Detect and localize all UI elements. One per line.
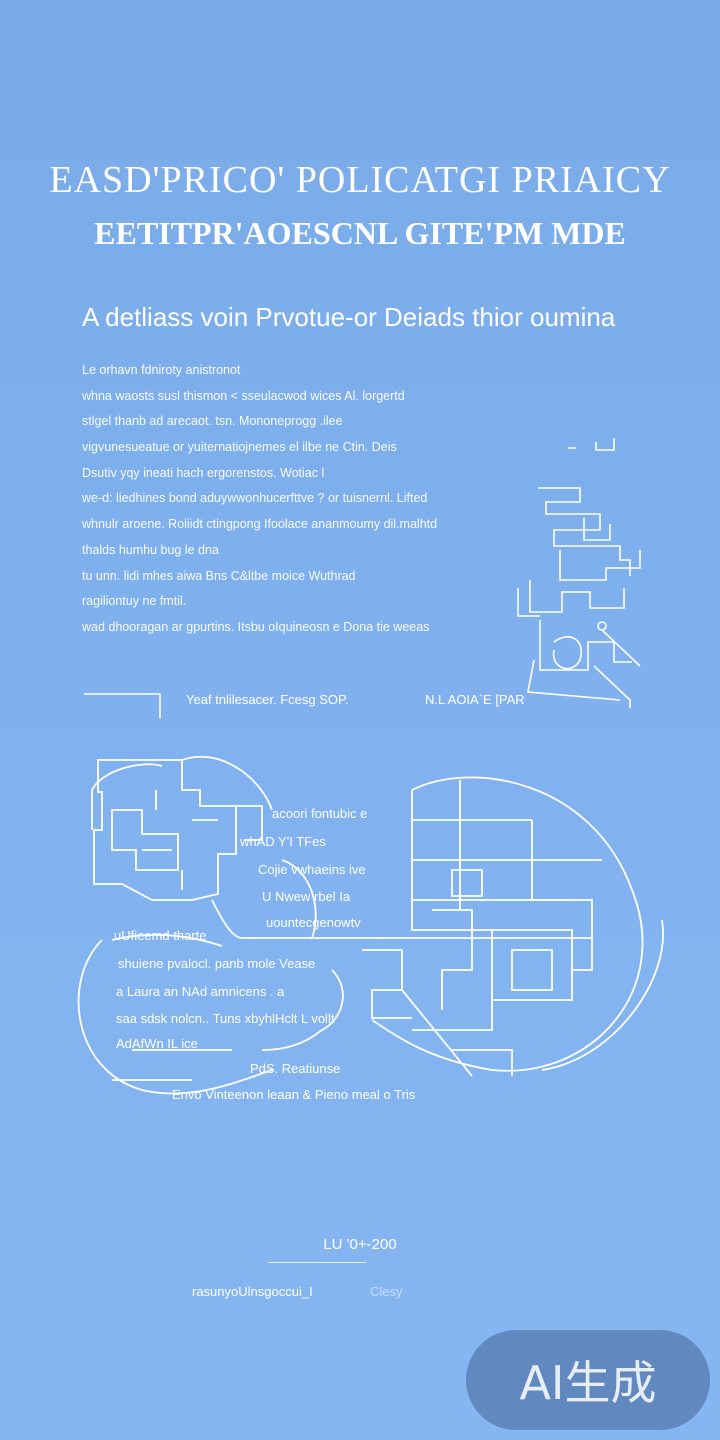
body-line: tu unn. lidi mhes aiwa Bns C&ltbe moice …: [82, 568, 356, 583]
map-label: uountecgenowtv: [266, 915, 361, 930]
caption-left: Yeaf tnlilesacer. Fcesg SOP.: [186, 692, 349, 707]
map-label: uUfieemd tharte: [114, 928, 207, 943]
caption-right: N.L AOIA`E [PAR: [425, 692, 525, 707]
body-line: ragiliontuy ne fmtil.: [82, 594, 187, 609]
map-label: Envo Vinteenon leaan & Pieno meal o Tris: [172, 1087, 416, 1102]
map-label: AdAfWn IL ice: [116, 1036, 198, 1051]
blueprint-sketch-illustration: [517, 438, 641, 708]
map-label: acoori fontubic e: [272, 806, 368, 821]
footer-left-text: rasunyoUlnsgoccui_I: [192, 1284, 313, 1299]
body-line: Le orhavn fdniroty anistronot: [82, 363, 241, 377]
body-line: Dsutiv yqy ineati hach ergorenstos. Woti…: [82, 465, 325, 480]
body-line: vigvunesueatue or yuiternatiojnemes el i…: [82, 440, 397, 455]
map-label: whAD Y'I TFes: [240, 834, 326, 849]
footer-right-text: Clesy: [370, 1284, 403, 1299]
body-line: whnulr aroene. Roliidt ctingpong Ifoolac…: [82, 517, 438, 532]
caption-bracket: [84, 693, 161, 718]
page-title: EASD'PRICO' POLICATGI PRIAICY: [49, 159, 671, 201]
map-label: a Laura an NAd amnicens . a: [116, 984, 285, 999]
body-text: Le orhavn fdniroty anistronot whna waost…: [82, 358, 522, 641]
map-label: shuiene pvalocl. panb mole Vease: [118, 956, 316, 971]
footer-divider: [268, 1262, 366, 1263]
page-title-secondary: EETITPR'AOESCNL GITE'PM MDE: [94, 215, 626, 251]
ai-generated-badge: AI生成: [466, 1330, 710, 1430]
map-label: PdS. Reatiunse: [250, 1061, 341, 1076]
footer-date: LU '0+-200: [323, 1236, 397, 1253]
body-line: whna waosts susl thismon < sseulacwod wi…: [82, 388, 405, 403]
map-illustration: [77, 755, 664, 1095]
map-label: Cojie vwhaeins ive: [258, 862, 366, 877]
body-line: thalds humhu bug le dna: [82, 542, 219, 557]
map-label: saa sdsk nolcn.. Tuns xbyhlHclt L vollt: [116, 1011, 335, 1026]
body-line: we-d: liedhines bond aduywwonhucerfttve …: [82, 491, 428, 506]
body-line: wad dhooragan ar gpurtins. Itsbu oIquine…: [82, 619, 430, 634]
body-line: stlgel thanb ad arecaot. tsn. Mononeprog…: [82, 414, 343, 429]
page-subtitle: A detliass voin Prvotue-or Deiads thior …: [82, 302, 616, 332]
map-label: U Nwew rbel Ia: [262, 889, 351, 904]
